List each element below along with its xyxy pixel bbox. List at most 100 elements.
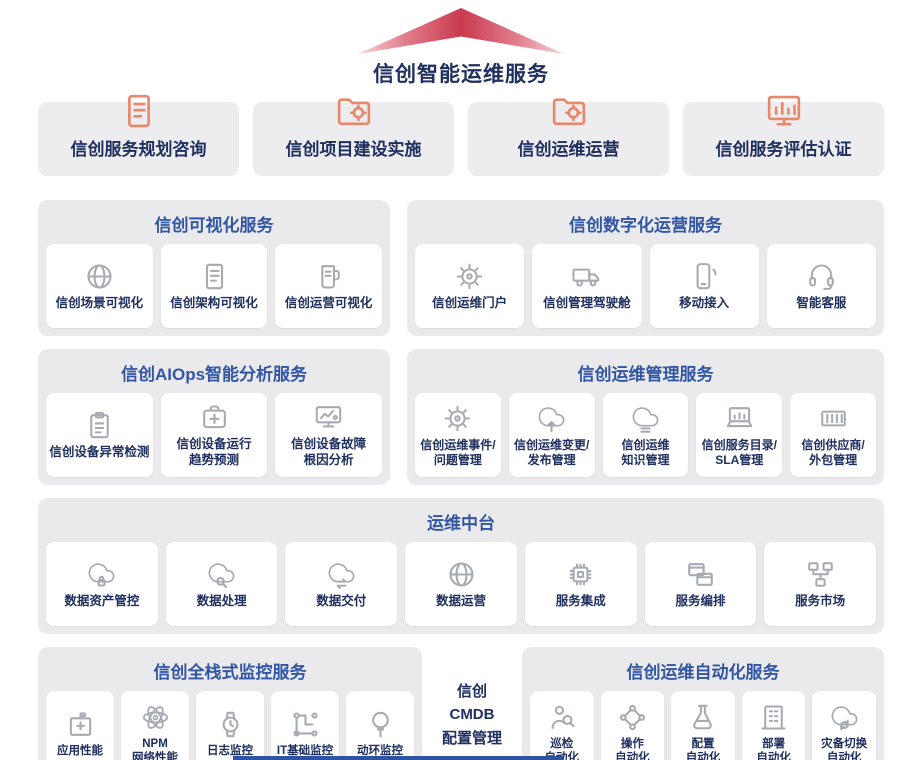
panel-items: 信创运维事件/ 问题管理 信创运维变更/ 发布管理 信创运维 知识管理 信创服务… xyxy=(415,393,876,477)
document-icon xyxy=(118,90,160,132)
cloud-list-icon xyxy=(629,402,662,435)
monitor-chart-icon xyxy=(312,401,345,434)
windows-icon xyxy=(684,558,717,591)
service-item-label: 信创架构可视化 xyxy=(170,296,258,311)
panel-title: 信创全栈式监控服务 xyxy=(153,663,307,682)
cloud-search-icon xyxy=(205,558,238,591)
service-item-card: 服务集成 xyxy=(524,542,637,626)
service-item-label: 部署 自动化 xyxy=(756,737,791,760)
atom-icon xyxy=(139,701,172,734)
service-item-label: 数据交付 xyxy=(316,594,367,609)
service-item-label: 信创运营可视化 xyxy=(284,296,373,311)
service-item-label: 数据运营 xyxy=(436,594,487,609)
top-service-label: 信创服务规划咨询 xyxy=(70,140,207,159)
panel-items: 信创设备异常检测 信创设备运行 趋势预测 信创设备故障 根因分析 xyxy=(46,393,383,477)
service-item-card: 数据运营 xyxy=(405,542,517,626)
service-item-label: 动环监控 xyxy=(357,744,403,757)
cloud-switch-icon xyxy=(828,701,861,734)
top-service-label: 信创项目建设实施 xyxy=(285,140,422,159)
top-service-label: 信创运维运营 xyxy=(517,140,620,159)
top-service-label: 信创服务评估认证 xyxy=(715,140,852,159)
roof-arrow-shape xyxy=(358,8,564,54)
globe-icon xyxy=(83,260,116,293)
globe-icon xyxy=(445,558,478,591)
headset-icon xyxy=(805,260,838,293)
gear-icon xyxy=(453,260,486,293)
service-item-card: 操作 自动化 xyxy=(600,691,665,760)
truck-icon xyxy=(570,260,603,293)
cmdb-config-management-block: 信创 CMDB 配置管理 xyxy=(441,683,502,747)
service-item-card: 数据处理 xyxy=(165,542,278,626)
service-item-card: 部署 自动化 xyxy=(741,691,806,760)
service-item-label: 信创场景可视化 xyxy=(55,296,144,311)
service-item-label: 信创设备运行 趋势预测 xyxy=(176,437,252,467)
service-item-card: 应用性能 xyxy=(46,691,114,760)
laptop-chart-icon xyxy=(723,402,756,435)
service-item-label: 日志监控 xyxy=(207,744,253,757)
hospital-icon xyxy=(64,708,97,741)
service-item-card: 灾备切换 自动化 xyxy=(812,691,876,760)
service-item-label: 信创运维 知识管理 xyxy=(621,438,670,467)
service-item-label: 信创设备异常检测 xyxy=(49,445,150,460)
service-item-card: 信创设备异常检测 xyxy=(46,393,153,477)
network-icon xyxy=(804,558,837,591)
document-icon xyxy=(198,260,231,293)
service-item-label: 配置 自动化 xyxy=(685,737,721,760)
top-service-card: 信创服务规划咨询 xyxy=(38,102,239,176)
service-item-label: 信创设备故障 根因分析 xyxy=(291,437,367,467)
row-aiops-management: 信创AIOps智能分析服务 信创设备异常检测 信创设备运行 趋势预测 信创设备故… xyxy=(38,349,884,485)
panel-visualization-services: 信创可视化服务 信创场景可视化 信创架构可视化 信创运营可视化 xyxy=(38,200,390,336)
mug-icon xyxy=(312,260,345,293)
service-item-card: 信创运营可视化 xyxy=(275,244,383,328)
service-item-card: 信创运维事件/ 问题管理 xyxy=(415,393,501,477)
chip-icon xyxy=(564,558,597,591)
folder-gear-icon xyxy=(548,90,590,132)
panel-title: 信创可视化服务 xyxy=(154,216,274,235)
row-visualization-digital: 信创可视化服务 信创场景可视化 信创架构可视化 信创运营可视化 信创数字化运营服… xyxy=(38,200,884,336)
panel-items: 数据资产管控 数据处理 数据交付 数据运营 服务集成 服务编排 服务市场 xyxy=(46,542,877,626)
container-icon xyxy=(817,402,850,435)
service-item-label: 信创运维事件/ 问题管理 xyxy=(420,438,496,467)
panel-title: 信创运维管理服务 xyxy=(577,365,714,384)
service-item-label: 服务集成 xyxy=(555,594,606,609)
service-item-card: 服务市场 xyxy=(764,542,877,626)
row-middle-platform: 运维中台 数据资产管控 数据处理 数据交付 数据运营 服务集成 服务编排 服务市… xyxy=(38,498,884,634)
service-item-label: 信创运维门户 xyxy=(432,296,508,311)
top-service-card: 信创项目建设实施 xyxy=(253,102,454,176)
service-item-label: 灾备切换 自动化 xyxy=(821,737,868,760)
service-item-card: 信创服务目录/ SLA管理 xyxy=(696,393,783,477)
cloud-upload-icon xyxy=(535,402,568,435)
service-item-card: 服务编排 xyxy=(644,542,757,626)
balloon-icon xyxy=(364,708,397,741)
service-item-card: 信创运维变更/ 发布管理 xyxy=(508,393,595,477)
panel-title: 信创数字化运营服务 xyxy=(569,216,722,235)
service-item-label: 信创运维变更/ 发布管理 xyxy=(514,438,590,467)
circuit-icon xyxy=(289,708,322,741)
service-item-card: NPM 网络性能 xyxy=(121,691,189,760)
panel-title: 信创AIOps智能分析服务 xyxy=(120,365,308,384)
cloud-transfer-icon xyxy=(325,558,358,591)
service-item-card: IT基础监控 xyxy=(271,691,339,760)
service-item-card: 配置 自动化 xyxy=(671,691,735,760)
cloud-lock-icon xyxy=(85,558,118,591)
service-item-card: 信创设备运行 趋势预测 xyxy=(160,393,268,477)
top-service-card: 信创运维运营 xyxy=(468,102,669,176)
panel-items: 巡检 自动化 操作 自动化 配置 自动化 部署 自动化 灾备切换 自动化 xyxy=(530,691,876,760)
panel-title: 信创运维自动化服务 xyxy=(626,663,780,682)
panel-ops-management-services: 信创运维管理服务 信创运维事件/ 问题管理 信创运维变更/ 发布管理 信创运维 … xyxy=(407,349,884,485)
service-item-card: 信创设备故障 根因分析 xyxy=(275,393,383,477)
service-item-label: 移动接入 xyxy=(679,296,730,311)
mobile-icon xyxy=(688,260,721,293)
bottom-divider xyxy=(233,756,563,760)
watch-icon xyxy=(214,708,247,741)
flask-icon xyxy=(686,701,719,734)
service-item-label: 信创管理驾驶舱 xyxy=(543,296,631,311)
service-item-card: 信创运维 知识管理 xyxy=(602,393,689,477)
service-item-card: 信创架构可视化 xyxy=(160,244,268,328)
clipboard-icon xyxy=(83,409,116,442)
panel-items: 信创运维门户 信创管理驾驶舱 移动接入 智能客服 xyxy=(415,244,876,328)
service-item-card: 智能客服 xyxy=(766,244,876,328)
panel-digital-operation-services: 信创数字化运营服务 信创运维门户 信创管理驾驶舱 移动接入 智能客服 xyxy=(407,200,884,336)
panel-ops-middle-platform: 运维中台 数据资产管控 数据处理 数据交付 数据运营 服务集成 服务编排 服务市… xyxy=(38,498,884,634)
panel-ops-automation-services: 信创运维自动化服务 巡检 自动化 操作 自动化 配置 自动化 部署 自动化 灾备… xyxy=(522,647,884,760)
